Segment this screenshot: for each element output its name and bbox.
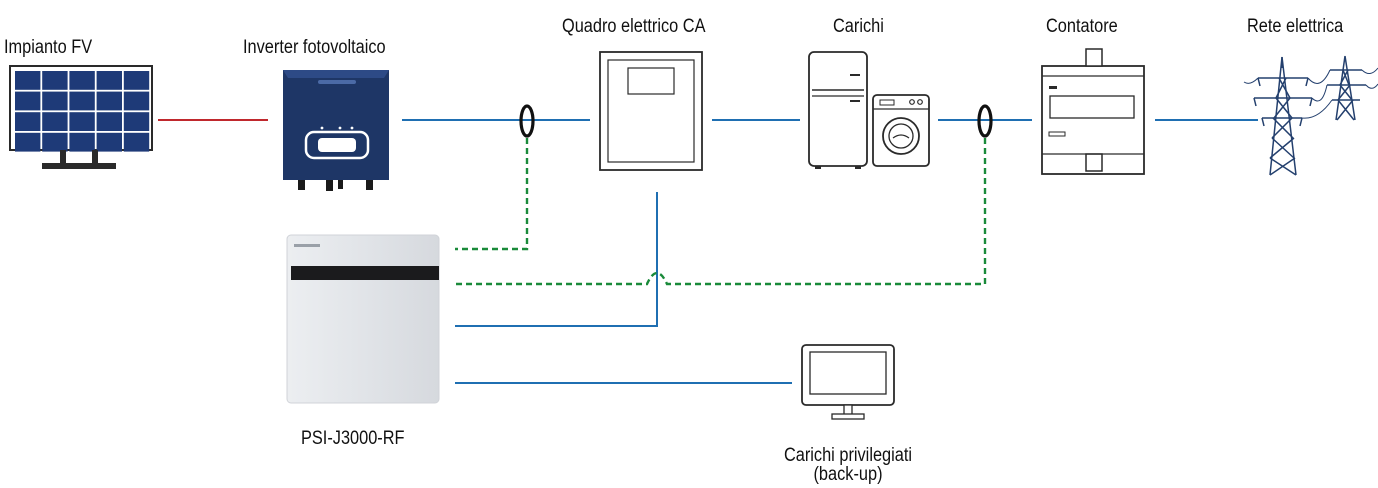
label-backup-loads: Carichi privilegiati (back-up): [762, 446, 934, 484]
solar-cell: [123, 71, 150, 90]
label-grid: Rete elettrica: [1247, 16, 1344, 37]
solar-cell: [15, 112, 41, 131]
refrigerator-icon: [808, 51, 868, 169]
label-backup-loads-line2: (back-up): [813, 464, 883, 485]
solar-cell: [123, 91, 150, 111]
solar-cell: [69, 91, 95, 111]
solar-cell: [96, 132, 122, 152]
monitor-icon: [801, 344, 895, 420]
battery-storage-icon: [286, 234, 440, 404]
ct-sensor-grid: [977, 104, 993, 138]
label-loads: Carichi: [833, 16, 884, 37]
label-pv-inverter: Inverter fotovoltaico: [243, 37, 386, 58]
label-storage: PSI-J3000-RF: [301, 428, 405, 449]
solar-panel-icon: [9, 65, 153, 169]
solar-cell: [42, 71, 68, 90]
solar-cell: [42, 91, 68, 111]
solar-cell: [123, 112, 150, 131]
ac-line-panel-storage: [455, 192, 658, 327]
solar-cell: [15, 71, 41, 90]
solar-cell: [42, 132, 68, 152]
solar-cell: [96, 112, 122, 131]
solar-cell: [69, 112, 95, 131]
inverter-icon: [283, 70, 389, 191]
connections: [158, 119, 1258, 384]
comm-line-ct2-storage: [455, 138, 987, 286]
label-ac-panel: Quadro elettrico CA: [562, 16, 706, 37]
solar-cell: [96, 71, 122, 90]
solar-cell: [42, 112, 68, 131]
electric-meter-icon: [1041, 48, 1145, 175]
solar-cell: [69, 132, 95, 152]
solar-cell: [96, 91, 122, 111]
washing-machine-icon: [872, 94, 930, 167]
solar-cell: [15, 91, 41, 111]
label-pv-array: Impianto FV: [4, 37, 93, 58]
solar-cell: [15, 132, 41, 152]
label-meter: Contatore: [1046, 16, 1118, 37]
electrical-panel-icon: [599, 51, 703, 171]
ct-sensor-inverter: [519, 104, 535, 138]
solar-cell: [123, 132, 150, 152]
label-backup-loads-line1: Carichi privilegiati: [783, 445, 913, 466]
comm-line-ct1-storage: [455, 138, 529, 251]
solar-cell: [69, 71, 95, 90]
power-pylon-icon: [1243, 55, 1378, 176]
